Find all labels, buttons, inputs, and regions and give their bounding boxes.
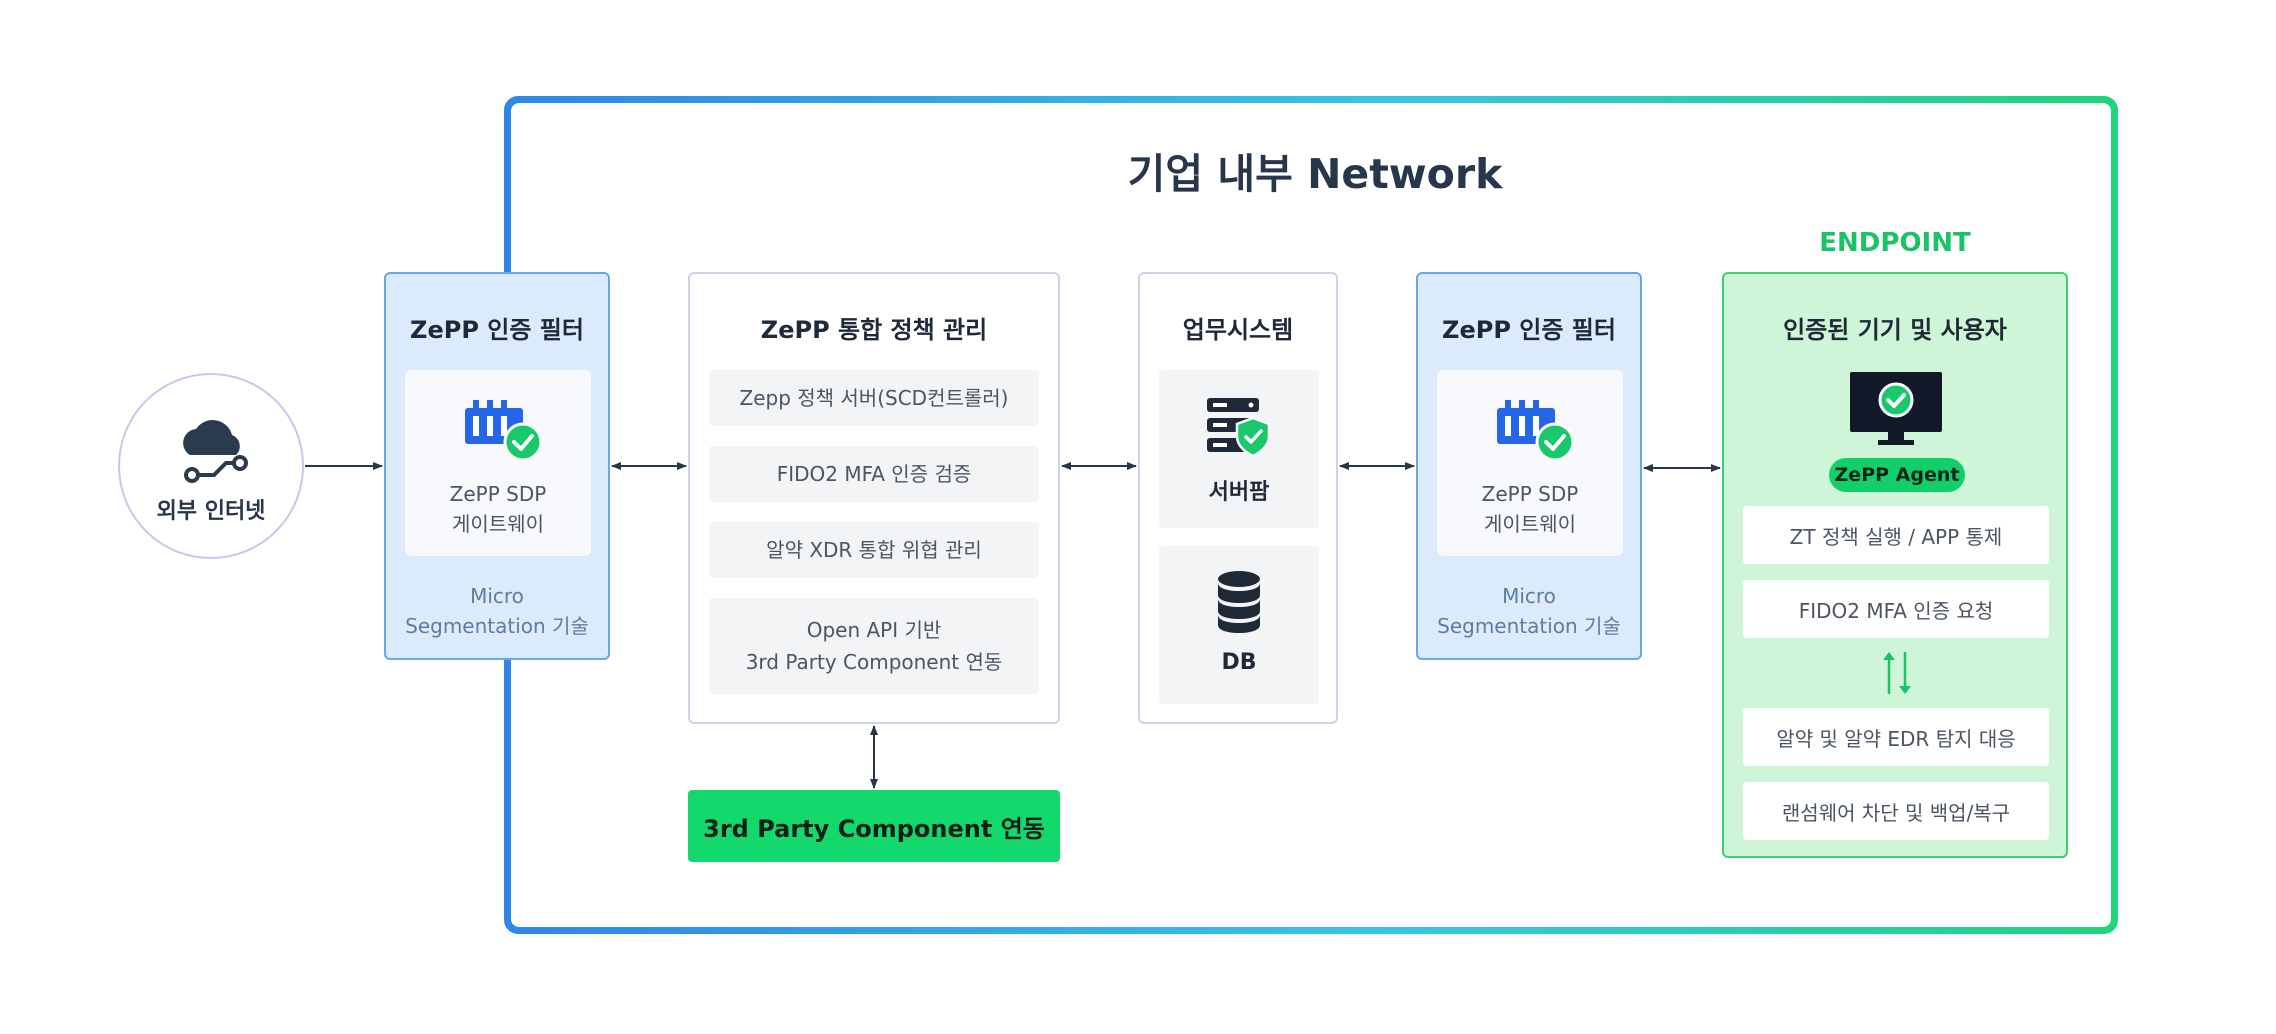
sync-arrows-icon bbox=[1883, 652, 1911, 694]
gateway-check-icon bbox=[465, 400, 543, 462]
card-line-1: ZePP SDP bbox=[449, 482, 547, 506]
endpoint-item: 랜섬웨어 차단 및 백업/복구 bbox=[1743, 782, 2049, 840]
footer-line-2: Segmentation 기술 bbox=[1437, 614, 1621, 638]
server-farm-tile: 서버팜 bbox=[1159, 370, 1319, 528]
zepp-agent-badge: ZePP Agent bbox=[1829, 458, 1965, 492]
endpoint-label: ENDPOINT bbox=[1819, 228, 1971, 258]
internet-label: 외부 인터넷 bbox=[156, 499, 266, 524]
cloud-network-icon bbox=[183, 420, 248, 483]
endpoint-item: ZT 정책 실행 / APP 통제 bbox=[1743, 506, 2049, 564]
footer-line-1: Micro bbox=[1502, 584, 1556, 608]
db-tile: DB bbox=[1159, 546, 1319, 704]
filter-title: ZePP 인증 필터 bbox=[1442, 316, 1616, 344]
server-shield-icon bbox=[1207, 398, 1271, 456]
sdp-gateway-card: ZePP SDP 게이트웨이 bbox=[405, 370, 591, 556]
network-title: 기업 내부 Network bbox=[1127, 150, 1503, 198]
external-internet-node: 외부 인터넷 bbox=[118, 373, 304, 559]
gateway-check-icon bbox=[1497, 400, 1575, 462]
api-line-1: Open API 기반 bbox=[806, 618, 942, 642]
endpoint-item: FIDO2 MFA 인증 요청 bbox=[1743, 580, 2049, 638]
policy-management-panel: ZePP 통합 정책 관리 Zepp 정책 서버(SCD컨트롤러) FIDO2 … bbox=[688, 272, 1060, 724]
policy-title: ZePP 통합 정책 관리 bbox=[760, 316, 988, 344]
policy-item-api: Open API 기반 3rd Party Component 연동 bbox=[709, 598, 1039, 694]
endpoint-title: 인증된 기기 및 사용자 bbox=[1783, 316, 2007, 344]
business-system-panel: 업무시스템 서버팜 DB bbox=[1138, 272, 1338, 724]
endpoint-panel: 인증된 기기 및 사용자 ZePP Agent ZT 정책 실행 / APP 통… bbox=[1722, 272, 2068, 858]
footer-line-1: Micro bbox=[470, 584, 524, 608]
filter-title: ZePP 인증 필터 bbox=[410, 316, 584, 344]
server-farm-label: 서버팜 bbox=[1208, 480, 1270, 505]
database-icon bbox=[1218, 571, 1260, 633]
policy-item: 알약 XDR 통합 위협 관리 bbox=[709, 522, 1039, 578]
card-line-2: 게이트웨이 bbox=[1484, 512, 1576, 536]
policy-item: FIDO2 MFA 인증 검증 bbox=[709, 446, 1039, 502]
policy-item: Zepp 정책 서버(SCD컨트롤러) bbox=[709, 370, 1039, 426]
api-line-2: 3rd Party Component 연동 bbox=[745, 650, 1003, 674]
card-line-1: ZePP SDP bbox=[1481, 482, 1579, 506]
sdp-gateway-card: ZePP SDP 게이트웨이 bbox=[1437, 370, 1623, 556]
db-label: DB bbox=[1221, 650, 1257, 675]
third-party-integration-box: 3rd Party Component 연동 bbox=[688, 790, 1060, 862]
endpoint-item: 알약 및 알약 EDR 탐지 대응 bbox=[1743, 708, 2049, 766]
card-line-2: 게이트웨이 bbox=[452, 512, 544, 536]
auth-filter-right: ZePP 인증 필터 ZePP SDP 게이트웨이 Micro Segmenta… bbox=[1416, 272, 1642, 660]
footer-line-2: Segmentation 기술 bbox=[405, 614, 589, 638]
business-title: 업무시스템 bbox=[1182, 316, 1294, 344]
monitor-check-icon bbox=[1850, 372, 1942, 445]
auth-filter-left: ZePP 인증 필터 ZePP SDP 게이트웨이 Micro Segmenta… bbox=[384, 272, 610, 660]
